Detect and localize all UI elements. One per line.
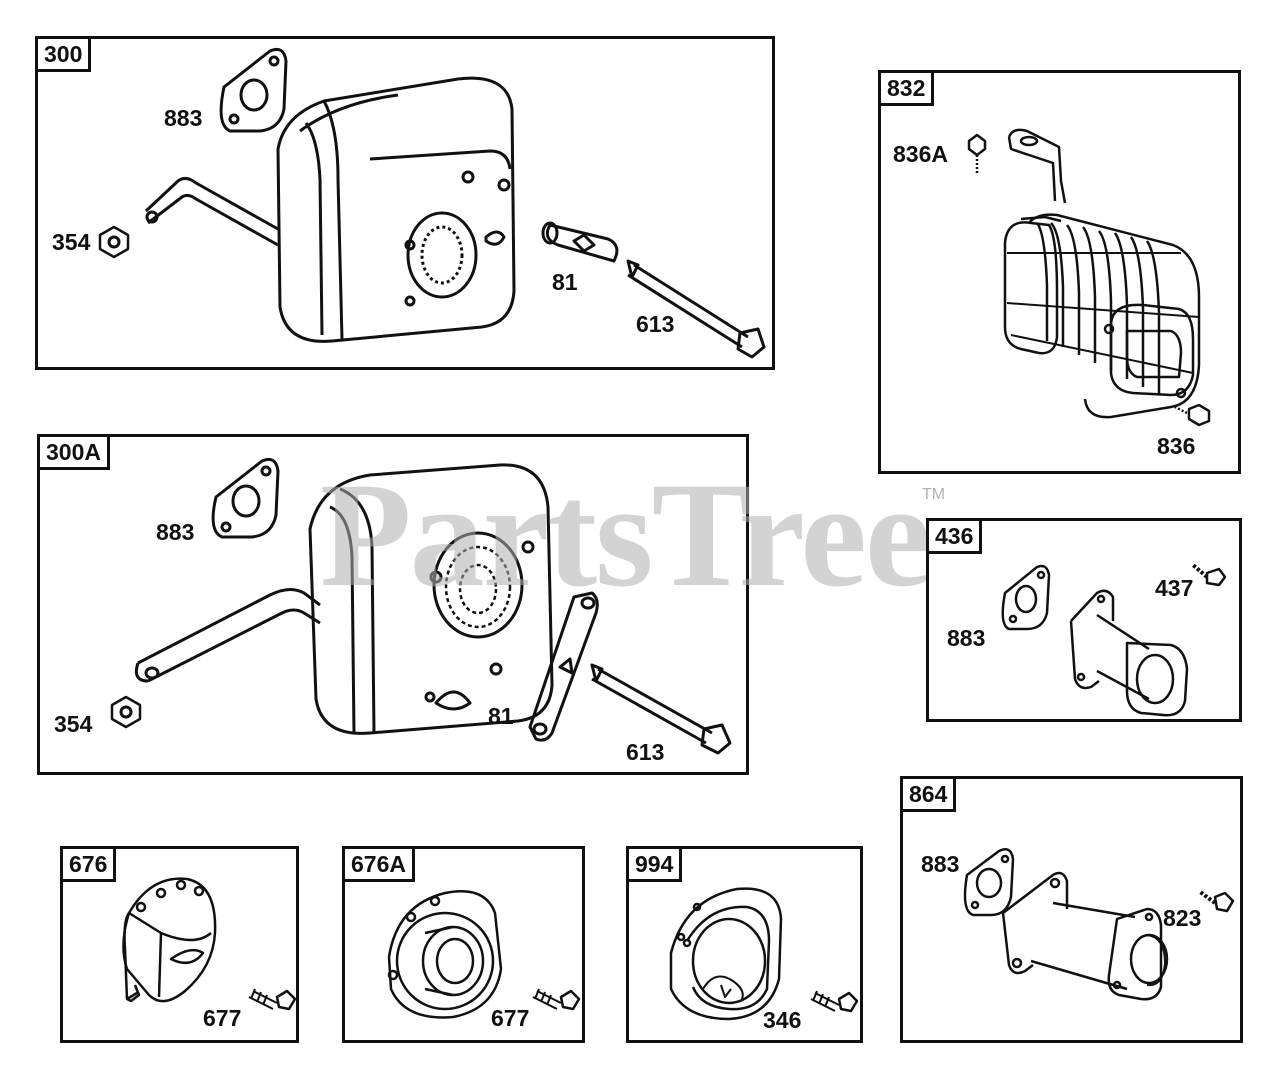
part-label-81: 81 (488, 703, 514, 729)
part-label-613: 613 (636, 311, 675, 337)
gasket-shape (1001, 564, 1051, 631)
part-label-883: 883 (921, 851, 960, 877)
exhaust-pipe-shape (137, 588, 321, 665)
panel-676: 676 677 (60, 846, 299, 1043)
panel-id-tag: 300 (35, 36, 92, 72)
part-label-836: 836 (1157, 433, 1196, 459)
long-screw-shape (627, 263, 749, 349)
nut-shape (98, 225, 130, 259)
muffler-illustration (98, 47, 766, 359)
panel-676A: 676A 677 (342, 846, 585, 1043)
deflector-shape (387, 889, 503, 1019)
exhaust-elbow-illustration (963, 848, 1235, 1001)
part-label-437: 437 (1155, 575, 1194, 601)
panel-832: 832 (878, 70, 1241, 474)
part-label-823: 823 (1163, 905, 1202, 931)
part-label-354: 354 (54, 711, 93, 737)
part-label-677: 677 (203, 1005, 242, 1031)
bracket-shape (545, 223, 619, 263)
nut-shape (110, 695, 142, 729)
exhaust-elbow-illustration (1001, 563, 1227, 717)
part-label-346: 346 (763, 1007, 802, 1033)
cover-cap-illustration (669, 887, 859, 1021)
flange-pipe-shape (1070, 589, 1115, 622)
bracket-shape (1007, 128, 1067, 204)
muffler-illustration (110, 457, 732, 755)
flange-pipe-shape (1002, 871, 1069, 914)
part-label-883: 883 (156, 519, 195, 545)
gasket-shape (219, 47, 288, 133)
deflector-illustration (387, 889, 581, 1019)
panel-id-tag: 676A (342, 846, 415, 882)
deflector-shape (122, 877, 217, 1003)
wire-cage-shape (1003, 213, 1201, 419)
trademark-symbol: TM (922, 486, 946, 503)
long-screw-shape (591, 667, 713, 745)
part-label-883: 883 (164, 105, 203, 131)
gasket-shape (963, 848, 1015, 917)
part-label-81: 81 (552, 269, 578, 295)
muffler-body-shape (276, 76, 516, 343)
deflector-illustration (122, 877, 297, 1011)
part-label-677: 677 (491, 1005, 530, 1031)
panel-300A: 300A (37, 434, 749, 775)
panel-994: 994 346 (626, 846, 863, 1043)
panel-436: 436 437 883 (926, 518, 1242, 722)
part-label-883: 883 (947, 625, 986, 651)
panel-id-tag: 864 (900, 776, 957, 812)
panel-id-tag: 676 (60, 846, 117, 882)
panel-id-tag: 300A (37, 434, 110, 470)
gasket-shape (211, 457, 280, 539)
exhaust-pipe-shape (144, 176, 279, 231)
panel-id-tag: 832 (878, 70, 935, 106)
bracket-shape (528, 591, 599, 742)
panel-300: 300 (35, 36, 775, 370)
part-label-354: 354 (52, 229, 91, 255)
cover-cap-shape (669, 887, 783, 1021)
part-label-613: 613 (626, 739, 665, 765)
panel-id-tag: 436 (926, 518, 983, 554)
spark-arrester-screen-illustration (967, 128, 1211, 427)
part-label-836A: 836A (893, 141, 948, 167)
panel-864: 864 883 823 (900, 776, 1243, 1043)
muffler-body-shape (308, 463, 554, 735)
panel-id-tag: 994 (626, 846, 683, 882)
